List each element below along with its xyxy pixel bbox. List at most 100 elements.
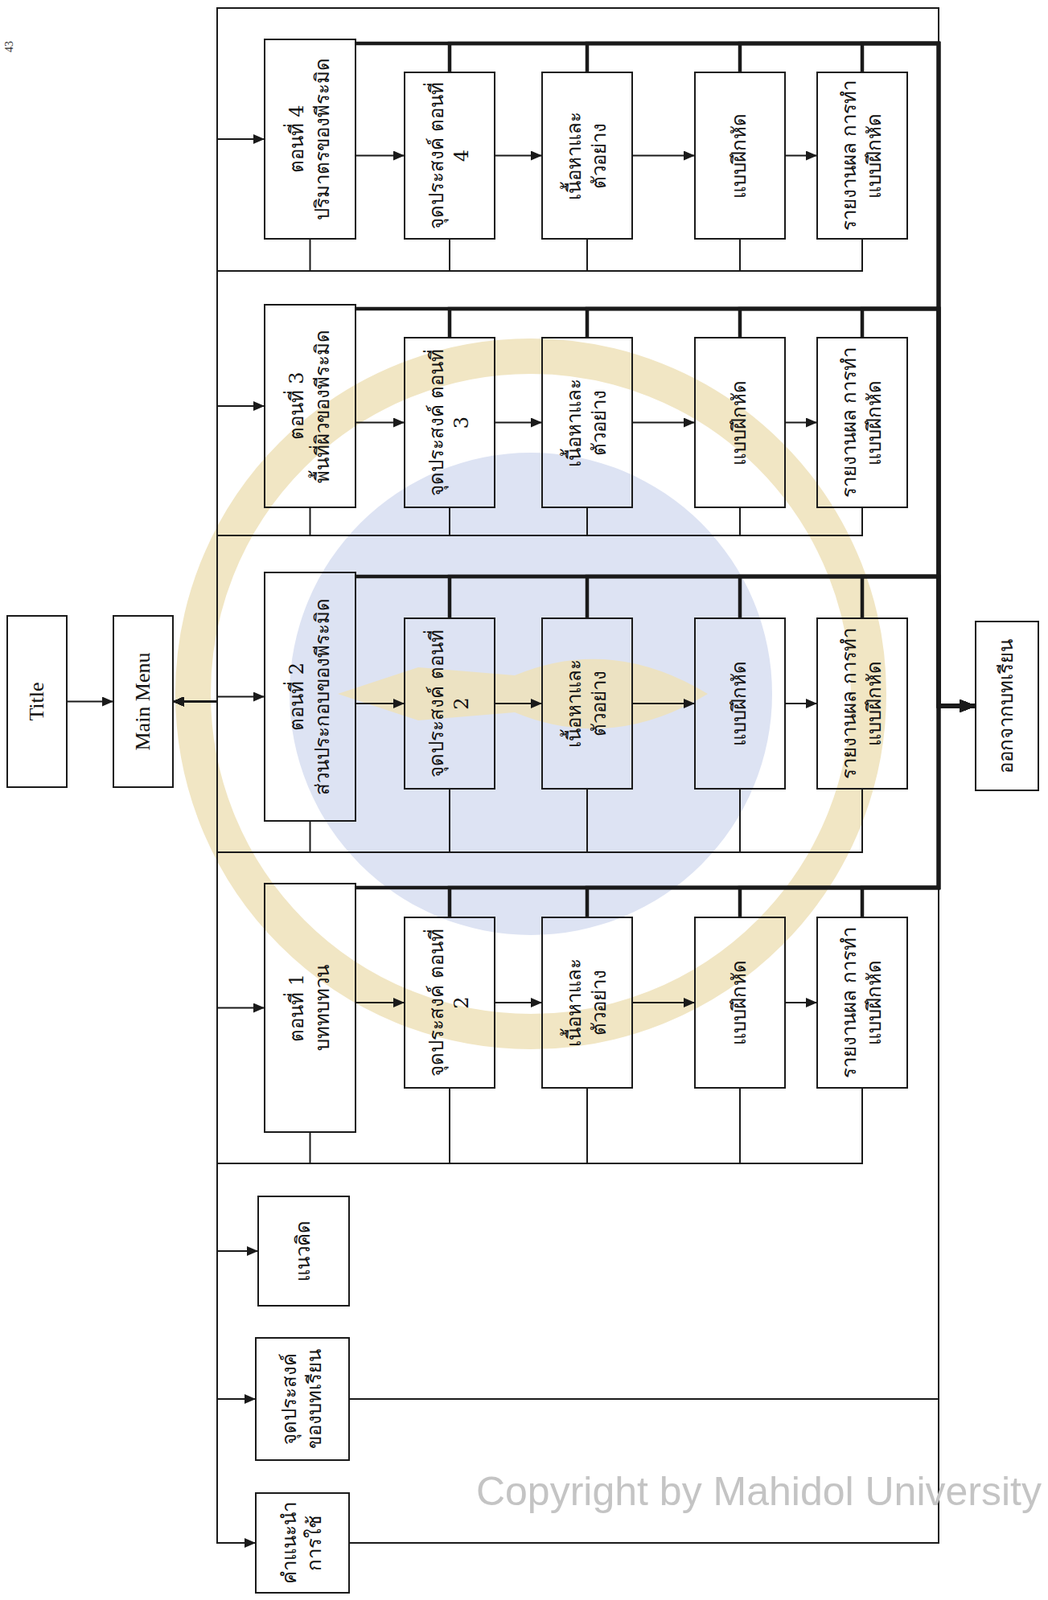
- flow-arrow: [173, 406, 264, 703]
- exit-connector: [356, 43, 975, 707]
- box-text: ตอนที่ 3: [284, 372, 310, 441]
- box-text: แนวคิด: [291, 1220, 317, 1283]
- flow-arrow: [785, 422, 817, 424]
- box-text: รายงานผล การทำแบบฝึกหัด: [837, 79, 888, 232]
- flow-arrow: [495, 422, 542, 424]
- exit-connector: [449, 576, 975, 707]
- box-text: จุดประสงค์ ตอนที่ 2: [424, 625, 475, 782]
- box-text: แบบฝึกหัด: [727, 960, 753, 1046]
- box-text: จุดประสงค์ ตอนที่ 4: [424, 79, 475, 232]
- menu-item-box: จุดประสงค์ ของบทเรียน: [254, 1337, 350, 1462]
- flow-arrow: [173, 702, 740, 854]
- step-box: แบบฝึกหัด: [694, 617, 786, 790]
- section-box: ตอนที่ 2ส่วนประกอบของพีระมิด: [263, 571, 357, 822]
- box-text: จุดประสงค์ ตอนที่ 3: [424, 345, 475, 501]
- flow-arrow: [173, 702, 863, 854]
- seal-disk: [289, 452, 773, 936]
- box-text: รายงานผล การทำแบบฝึกหัด: [837, 625, 888, 782]
- flow-arrow: [67, 701, 113, 703]
- flow-arrow: [173, 139, 264, 703]
- flow-arrow: [632, 1002, 695, 1004]
- box-text: ตอนที่ 1: [284, 974, 310, 1043]
- box-text: รายงานผล การทำแบบฝึกหัด: [837, 345, 888, 501]
- flow-arrow: [785, 155, 817, 157]
- exit-connector: [449, 308, 975, 707]
- step-box: รายงานผล การทำแบบฝึกหัด: [816, 916, 909, 1090]
- flow-arrow: [349, 706, 975, 1544]
- flow-arrow: [173, 702, 264, 1009]
- flow-arrow: [356, 155, 404, 157]
- step-box: รายงานผล การทำแบบฝึกหัด: [816, 71, 909, 240]
- flow-arrow: [173, 239, 863, 703]
- flow-arrow: [173, 702, 588, 854]
- flow-arrow: [632, 422, 695, 424]
- exit-box: ออกจากบทเรียน: [974, 620, 1040, 792]
- flow-arrow: [173, 702, 258, 1253]
- seal-ring: [193, 356, 869, 1032]
- flow-arrow: [785, 702, 817, 705]
- step-box: เนื้อหาและ ตัวอย่าง: [541, 617, 633, 790]
- box-text: แบบฝึกหัด: [727, 113, 753, 199]
- title-box: Title: [6, 615, 68, 789]
- step-box: เนื้อหาและ ตัวอย่าง: [541, 337, 633, 509]
- flow-arrow: [495, 1002, 542, 1004]
- flow-arrow: [173, 508, 740, 703]
- section-box: ตอนที่ 4ปริมาตรของพีระมิด: [263, 38, 357, 240]
- menu-item-box: คำแนะนำ การใช้: [254, 1492, 350, 1595]
- menu-box: Main Menu: [112, 615, 174, 789]
- step-box: จุดประสงค์ ตอนที่ 2: [403, 916, 496, 1090]
- box-text: ส่วนประกอบของพีระมิด: [310, 598, 336, 796]
- flow-arrow: [356, 422, 404, 424]
- exit-connector: [587, 706, 975, 917]
- step-box: แบบฝึกหัด: [694, 337, 786, 509]
- box-text: เนื้อหาและ ตัวอย่าง: [562, 924, 613, 1081]
- box-text: เนื้อหาและ ตัวอย่าง: [562, 79, 613, 232]
- exit-connector: [449, 706, 975, 917]
- step-box: จุดประสงค์ ตอนที่ 4: [403, 71, 496, 240]
- flow-arrow: [356, 702, 404, 705]
- box-text: ตอนที่ 4: [284, 105, 310, 174]
- flow-arrow: [632, 702, 695, 705]
- box-text: แบบฝึกหัด: [727, 661, 753, 747]
- step-box: รายงานผล การทำแบบฝึกหัด: [816, 337, 909, 509]
- step-box: แบบฝึกหัด: [694, 916, 786, 1090]
- exit-connector: [587, 576, 975, 707]
- box-text: คำแนะนำ การใช้: [277, 1500, 328, 1587]
- flow-arrow: [173, 508, 588, 703]
- flow-arrow: [173, 702, 311, 1165]
- box-text: พื้นที่ผิวของพีระมิด: [310, 329, 336, 484]
- flow-arrow: [173, 8, 975, 707]
- box-text: รายงานผล การทำแบบฝึกหัด: [837, 924, 888, 1081]
- flow-arrow: [173, 239, 588, 703]
- box-text: เนื้อหาและ ตัวอย่าง: [562, 625, 613, 782]
- flow-arrow: [173, 702, 863, 1165]
- flow-arrow: [785, 1002, 817, 1004]
- box-text: Main Menu: [129, 652, 157, 751]
- exit-connector: [587, 43, 975, 707]
- box-text: ออกจากบทเรียน: [994, 639, 1020, 774]
- flow-arrow: [173, 239, 311, 703]
- step-box: จุดประสงค์ ตอนที่ 2: [403, 617, 496, 790]
- box-text: บททบทวน: [310, 965, 336, 1052]
- exit-connector: [587, 308, 975, 707]
- flow-arrow: [173, 702, 740, 1165]
- section-box: ตอนที่ 3พื้นที่ผิวของพีระมิด: [263, 304, 357, 509]
- flow-arrow: [349, 706, 975, 1400]
- section-box: ตอนที่ 1บททบทวน: [263, 883, 357, 1134]
- flow-arrow: [495, 702, 542, 705]
- box-text: ปริมาตรของพีระมิด: [310, 57, 336, 221]
- exit-connector: [449, 43, 975, 707]
- page-number: 43: [3, 41, 17, 53]
- box-text: จุดประสงค์ ตอนที่ 2: [424, 924, 475, 1081]
- step-box: เนื้อหาและ ตัวอย่าง: [541, 916, 633, 1090]
- step-box: เนื้อหาและ ตัวอย่าง: [541, 71, 633, 240]
- step-box: แบบฝึกหัด: [694, 71, 786, 240]
- flow-arrow: [173, 508, 863, 703]
- exit-connector: [739, 43, 975, 707]
- flow-arrow: [173, 702, 255, 1401]
- flow-arrow: [356, 1002, 404, 1004]
- flow-arrow: [632, 155, 695, 157]
- box-text: จุดประสงค์ ของบทเรียน: [277, 1345, 328, 1454]
